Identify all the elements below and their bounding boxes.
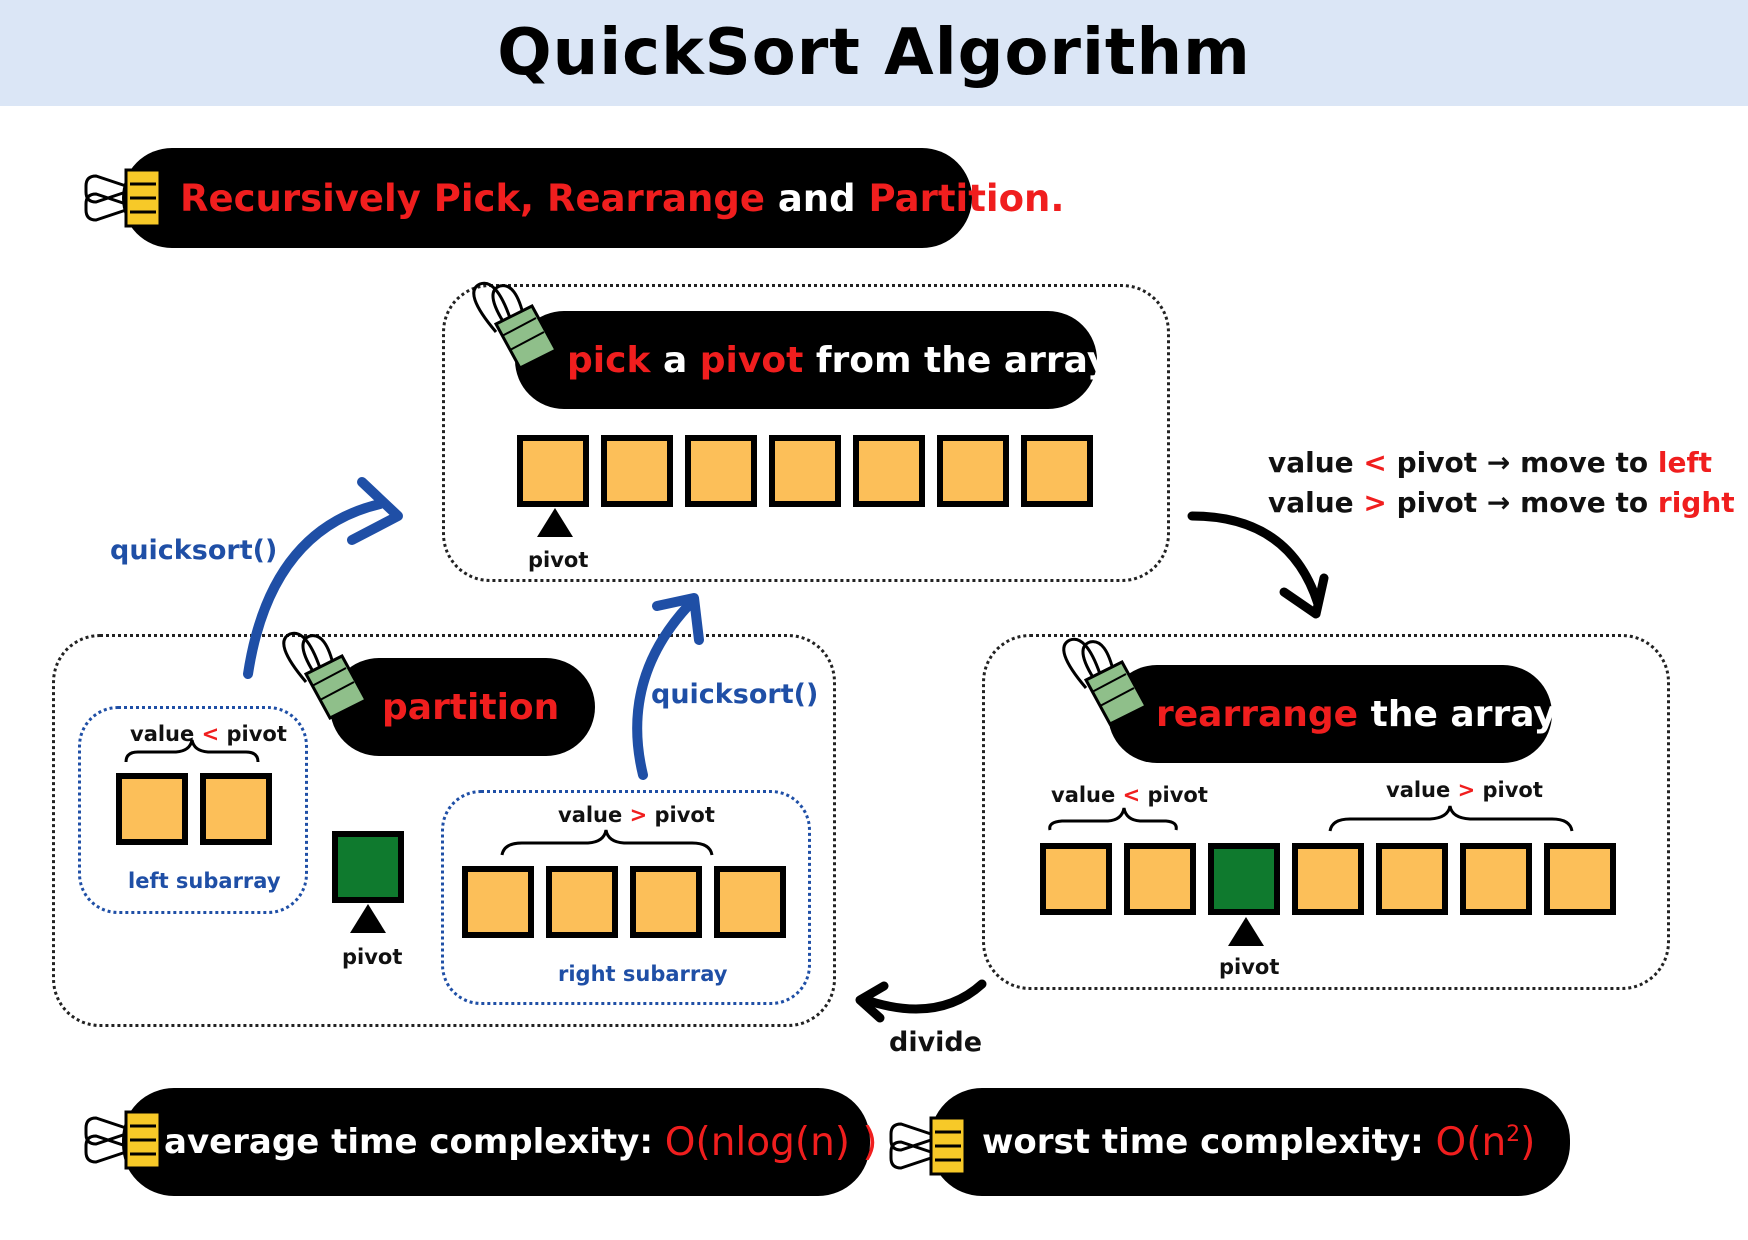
rearrange-left-caption: value < pivot	[1051, 783, 1208, 807]
partition-heading-pill: partition	[330, 658, 595, 756]
left-subarray-caption: value < pivot	[130, 722, 287, 746]
rule-less: value < pivot → move to left	[1268, 446, 1713, 479]
worst-complexity-label: worst time complexity:	[982, 1122, 1424, 1162]
right-subarray-cell	[714, 866, 786, 938]
partition-word: partition	[382, 686, 560, 728]
pick-heading-pill: pick a pivot from the array	[515, 311, 1110, 409]
page-title: QuickSort Algorithm	[497, 16, 1251, 90]
partition-pivot-cell	[332, 831, 404, 903]
worst-complexity-value: O(n2)	[1435, 1119, 1536, 1165]
pick-array-cell	[853, 435, 925, 507]
quicksort-right-label: quicksort()	[651, 679, 819, 710]
pick-array-cell	[601, 435, 673, 507]
pick-panel	[442, 284, 1170, 582]
right-subarray-name: right subarray	[558, 962, 728, 986]
rearrange-panel	[982, 634, 1670, 990]
left-subarray-panel	[78, 706, 308, 914]
pick-word-pivot: pivot	[699, 339, 804, 381]
banner-word-pick: Recursively Pick,	[180, 176, 535, 220]
rearrange-array-cell	[1124, 843, 1196, 915]
right-subarray-panel	[441, 790, 811, 1005]
rearrange-pivot-label: pivot	[1219, 955, 1280, 979]
banner-word-and: and	[777, 176, 856, 220]
worst-complexity-pill: worst time complexity: O(n2)	[930, 1088, 1570, 1196]
divide-arrow	[861, 979, 987, 1014]
rearrange-word: rearrange	[1156, 693, 1359, 735]
pick-array-cell	[685, 435, 757, 507]
divide-label: divide	[889, 1027, 983, 1058]
pick-pivot-label: pivot	[528, 548, 589, 572]
pick-array-cell	[1021, 435, 1093, 507]
rearrange-array-cell	[1292, 843, 1364, 915]
rearrange-right-caption: value > pivot	[1386, 778, 1543, 802]
rearrange-arrowhead-icon	[1279, 573, 1329, 619]
pick-array-cell	[769, 435, 841, 507]
right-subarray-cell	[630, 866, 702, 938]
left-subarray-cell	[200, 773, 272, 845]
rearrange-word-rest: the array	[1370, 693, 1557, 735]
left-subarray-cell	[116, 773, 188, 845]
pick-word: pick	[567, 339, 651, 381]
pick-word-rest: from the array	[815, 339, 1111, 381]
title-bar: QuickSort Algorithm	[0, 0, 1748, 106]
banner-word-rearrange: Rearrange	[547, 176, 765, 220]
left-subarray-name: left subarray	[128, 869, 281, 893]
rearrange-arrow	[1187, 511, 1323, 609]
average-complexity-pill: average time complexity: O(nlog(n) )	[122, 1088, 878, 1196]
quicksort-left-label: quicksort()	[110, 535, 278, 566]
rearrange-array-cell	[1544, 843, 1616, 915]
banner-word-partition: Partition.	[868, 176, 1065, 220]
rearrange-array-cell	[1040, 843, 1112, 915]
rearrange-array-pivot-cell	[1208, 843, 1280, 915]
rule-greater: value > pivot → move to right	[1268, 486, 1735, 519]
average-complexity-value: O(nlog(n) )	[664, 1119, 878, 1165]
pick-array-cell	[937, 435, 1009, 507]
rearrange-heading-pill: rearrange the array	[1108, 665, 1557, 763]
right-subarray-caption: value > pivot	[558, 803, 715, 827]
banner-pill: Recursively Pick, Rearrange and Partitio…	[122, 148, 1064, 248]
right-subarray-cell	[462, 866, 534, 938]
rearrange-array-cell	[1460, 843, 1532, 915]
average-complexity-label: average time complexity:	[164, 1122, 653, 1162]
rearrange-array-cell	[1376, 843, 1448, 915]
divide-arrowhead-icon	[855, 981, 889, 1023]
right-subarray-cell	[546, 866, 618, 938]
partition-panel	[52, 634, 836, 1027]
partition-pivot-label: pivot	[342, 945, 403, 969]
pick-word-a: a	[662, 339, 688, 381]
quicksort-left-arrowhead-icon	[347, 477, 403, 545]
pick-array-cell	[517, 435, 589, 507]
